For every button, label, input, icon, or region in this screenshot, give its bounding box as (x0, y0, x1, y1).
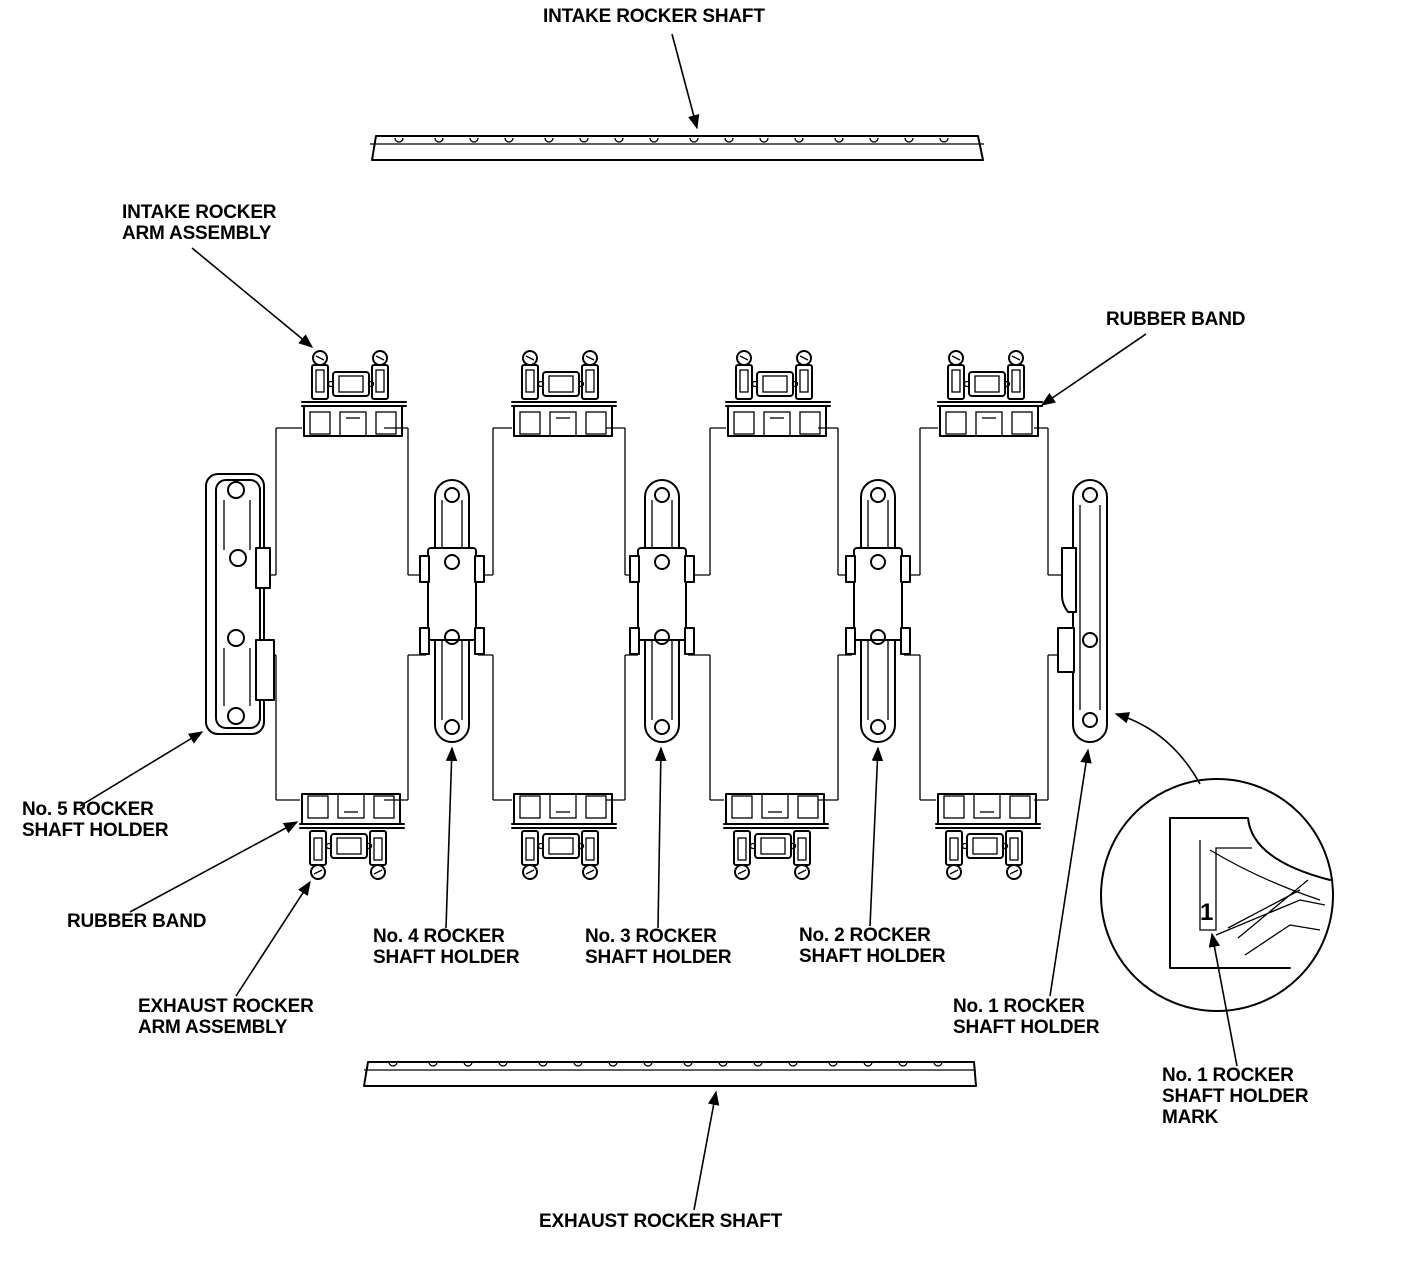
exhaust-rocker-shaft-label: EXHAUST ROCKER SHAFT (539, 1211, 783, 1232)
no3-rocker-shaft-holder (629, 479, 695, 743)
holder-mark-label-line2: SHAFT HOLDER (1162, 1086, 1309, 1107)
leader-lines (79, 33, 1238, 1211)
exhaust-rocker-arm-assembly-3 (723, 793, 829, 880)
intake-rocker-arm-assembly-3 (725, 350, 831, 437)
no1-holder-label-line1: No. 1 ROCKER (953, 996, 1085, 1017)
no3-holder-label-line2: SHAFT HOLDER (585, 947, 732, 968)
holder-mark-label-line1: No. 1 ROCKER (1162, 1065, 1294, 1086)
no2-holder-label-line2: SHAFT HOLDER (799, 946, 946, 967)
rubber-band-label-bottom: RUBBER BAND (67, 911, 207, 932)
exhaust-rocker-shaft (363, 1061, 977, 1087)
rubber-band-label-top: RUBBER BAND (1106, 309, 1246, 330)
intake-rocker-arm-label-line2: ARM ASSEMBLY (122, 223, 272, 244)
exhaust-rocker-arm-assembly-4 (935, 793, 1041, 880)
no3-holder-label-line1: No. 3 ROCKER (585, 926, 717, 947)
holder-mark-label-line3: MARK (1162, 1107, 1219, 1128)
intake-rocker-arm-assembly-2 (511, 350, 617, 437)
cylinder-head-outline (262, 427, 1062, 801)
exhaust-rocker-arm-label-line2: ARM ASSEMBLY (138, 1017, 288, 1038)
holder-mark-digit: 1 (1200, 899, 1214, 926)
no1-holder-label-line2: SHAFT HOLDER (953, 1017, 1100, 1038)
intake-rocker-arm-label-line1: INTAKE ROCKER (122, 202, 277, 223)
no5-rocker-shaft-holder (205, 473, 275, 735)
holder-mark-detail (1100, 778, 1334, 1012)
intake-rocker-shaft-label: INTAKE ROCKER SHAFT (543, 6, 765, 27)
exhaust-rocker-arm-label-line1: EXHAUST ROCKER (138, 996, 314, 1017)
no1-rocker-shaft-holder (1057, 479, 1108, 743)
no5-holder-label-line2: SHAFT HOLDER (22, 820, 169, 841)
exhaust-rocker-arm-assembly-2 (511, 793, 617, 880)
no4-holder-label-line2: SHAFT HOLDER (373, 947, 520, 968)
no2-holder-label-line1: No. 2 ROCKER (799, 925, 931, 946)
intake-rocker-arm-assembly-4 (937, 350, 1043, 437)
intake-rocker-shaft (370, 135, 984, 161)
no5-holder-label-line1: No. 5 ROCKER (22, 799, 154, 820)
no4-holder-label-line1: No. 4 ROCKER (373, 926, 505, 947)
no2-rocker-shaft-holder (845, 479, 911, 743)
exhaust-rocker-arm-assembly-1 (299, 793, 405, 880)
intake-rocker-arm-assembly-1 (301, 350, 407, 437)
no4-rocker-shaft-holder (419, 479, 485, 743)
